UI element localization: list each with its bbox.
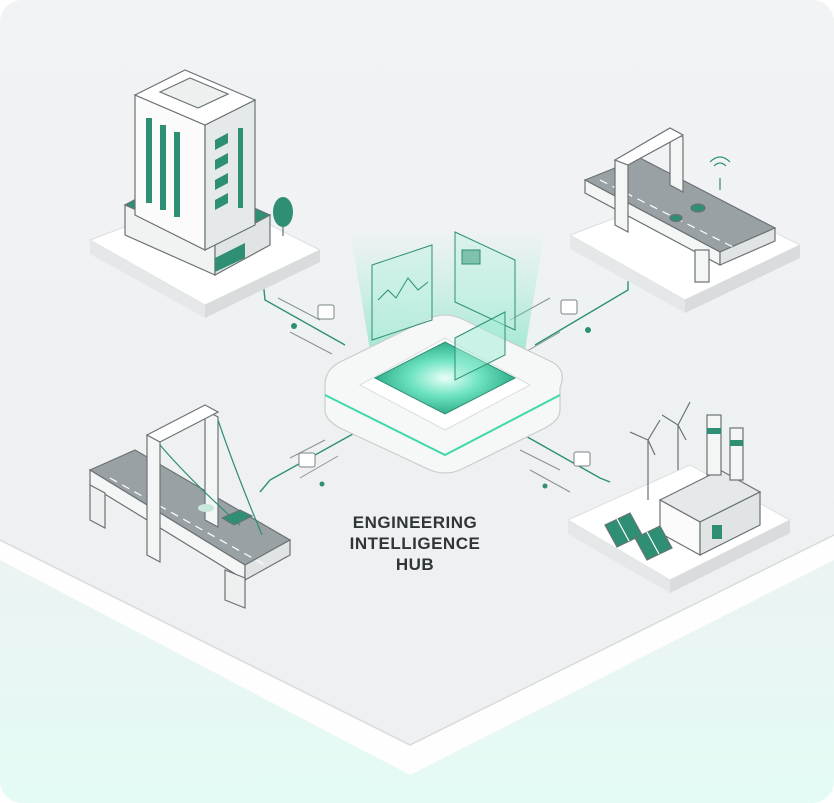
signal-icon [709,156,731,167]
data-flow-arrows [277,297,571,493]
office-building-icon [123,69,293,277]
document-icon [298,452,316,468]
suspension-bridge-icon [88,404,292,609]
hub-title-line-3: HUB [395,555,435,574]
solar-panels-icon [604,512,673,561]
highway-bridge-icon [583,127,777,283]
hub-title-line-2: INTELLIGENCE [349,534,481,553]
link-bridge [259,429,361,493]
hub-title-line-1: ENGINEERING [352,513,478,532]
factory-wind-solar-icon [604,401,762,561]
document-icon [573,451,591,467]
holographic-panels-icon [371,231,516,381]
document-icon [560,299,578,315]
hub-title: ENGINEERING INTELLIGENCE HUB [340,512,490,575]
hub-device [324,230,563,474]
car-icon [220,509,254,526]
document-icon [317,304,335,320]
link-plant [514,429,611,483]
tree-icon [273,197,293,227]
packet-icons [291,299,591,489]
